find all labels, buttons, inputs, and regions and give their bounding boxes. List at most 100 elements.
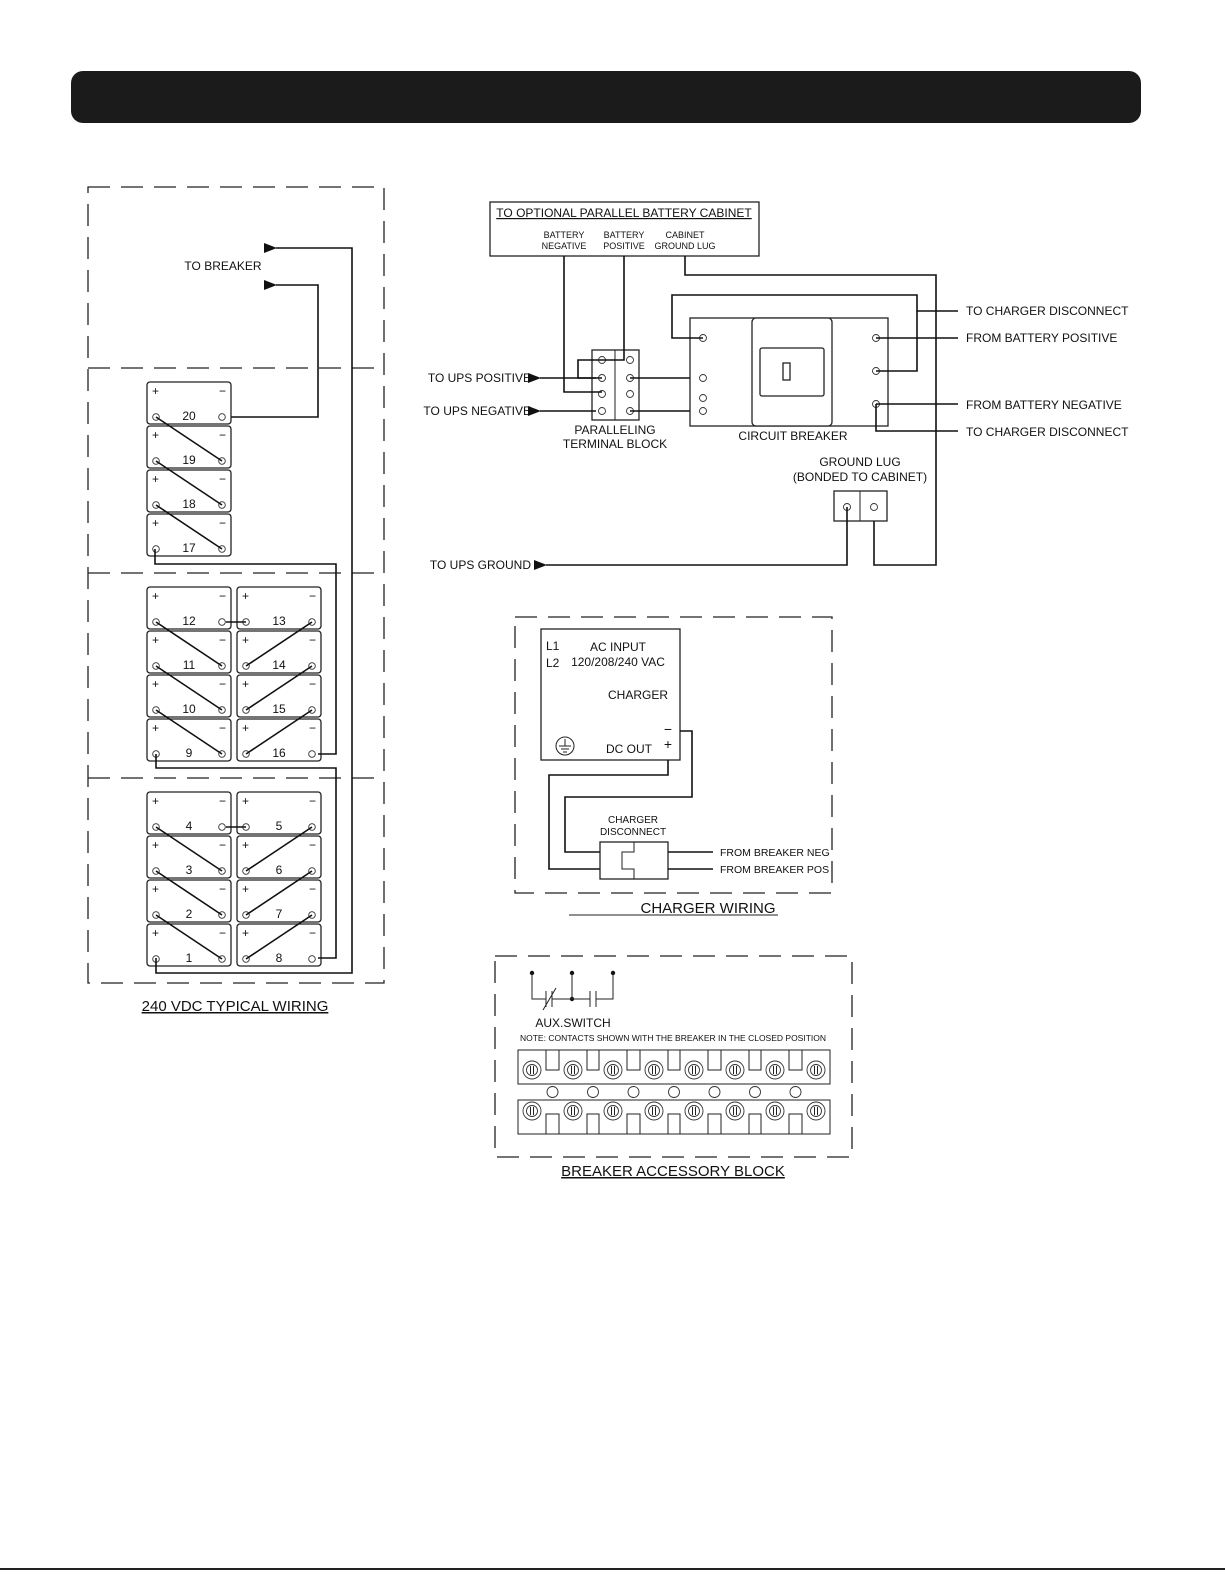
battery-7: +−7 — [236, 879, 322, 923]
to-charger-disconnect-label: TO CHARGER DISCONNECT — [966, 304, 1129, 318]
battery-plus-label: + — [242, 838, 249, 852]
battery-number: 1 — [186, 951, 193, 965]
battery-minus-label: − — [219, 882, 226, 896]
battery-minus-label: − — [309, 633, 316, 647]
series-link — [155, 665, 223, 711]
battery-number: 6 — [276, 863, 283, 877]
series-link — [155, 621, 223, 667]
series-link — [245, 826, 313, 872]
battery-plus-label: + — [152, 677, 159, 691]
battery-plus-label: + — [152, 428, 159, 442]
battery-minus-label: − — [219, 633, 226, 647]
battery-8: +−8 — [236, 923, 322, 967]
battery-minus-label: − — [219, 384, 226, 398]
battery-minus-label: − — [219, 677, 226, 691]
battery-positive-label: BATTERY — [604, 230, 645, 240]
battery-minus-label: − — [309, 794, 316, 808]
accessory-terminal-strip — [517, 1049, 831, 1135]
from-breaker-neg-label: FROM BREAKER NEG — [720, 847, 830, 859]
series-link — [155, 504, 223, 550]
svg-text:120/208/240 VAC: 120/208/240 VAC — [571, 655, 665, 669]
battery-plus-label: + — [152, 838, 159, 852]
battery-15: +−15 — [236, 674, 322, 718]
terminal-rail-top — [517, 1049, 831, 1085]
battery-19: +−19 — [146, 425, 232, 469]
battery-11: +−11 — [146, 630, 232, 674]
l1-label: L1 — [546, 639, 560, 653]
terminal-notch — [667, 1049, 681, 1071]
terminal-notch — [788, 1049, 803, 1071]
battery-minus-label: − — [219, 794, 226, 808]
cabinet-ground-wire — [684, 256, 937, 566]
charger-wiring-title: CHARGER WIRING — [641, 900, 776, 917]
battery-number: 11 — [183, 658, 196, 672]
to-charger-disconnect-label-2: TO CHARGER DISCONNECT — [966, 425, 1129, 439]
charger-box — [540, 628, 681, 761]
terminal-notch — [626, 1049, 641, 1071]
terminal-notch — [667, 1113, 681, 1135]
header-bar — [71, 71, 1141, 123]
to-breaker-label: TO BREAKER — [184, 259, 261, 273]
breaker-handle — [782, 362, 791, 381]
series-link — [245, 870, 313, 916]
svg-text:POSITIVE: POSITIVE — [603, 241, 645, 251]
battery-minus-label: − — [309, 926, 316, 940]
footer-rule — [0, 1568, 1225, 1570]
battery-plus-label: + — [152, 721, 159, 735]
battery-number: 10 — [182, 702, 196, 716]
from-battery-positive-label: FROM BATTERY POSITIVE — [966, 331, 1117, 345]
ups-ground-wire — [534, 507, 848, 570]
charger-label: CHARGER — [608, 688, 668, 702]
battery-number: 7 — [276, 907, 283, 921]
battery-string: +−20+−19+−18+−17+−12+−13+−11+−14+−10+−15… — [146, 381, 322, 967]
breaker-link-wire — [876, 311, 918, 372]
terminal-hole — [546, 1086, 559, 1098]
terminal-notch — [586, 1049, 600, 1071]
parallel-cabinet-label: TO OPTIONAL PARALLEL BATTERY CABINET — [496, 206, 752, 220]
battery-minus-label: − — [219, 926, 226, 940]
series-link — [245, 914, 313, 960]
series-link — [155, 709, 223, 755]
from-breaker-pos-label: FROM BREAKER POS — [720, 864, 829, 876]
breaker-negative-wire — [231, 280, 319, 418]
series-link — [245, 709, 313, 755]
terminal-screws — [598, 356, 634, 415]
battery-number: 13 — [272, 614, 286, 628]
battery-number: 17 — [182, 541, 196, 555]
contacts-note: NOTE: CONTACTS SHOWN WITH THE BREAKER IN… — [520, 1033, 826, 1043]
battery-minus-label: − — [219, 516, 226, 530]
battery-plus-label: + — [152, 384, 159, 398]
breaker-positive-wire — [264, 243, 353, 417]
battery-number: 12 — [182, 614, 196, 628]
breaker-handle-window — [759, 347, 825, 397]
series-link — [155, 870, 223, 916]
terminal-notch — [586, 1113, 600, 1135]
svg-text:NEGATIVE: NEGATIVE — [542, 241, 587, 251]
battery-minus-label: − — [219, 589, 226, 603]
battery-14: +−14 — [236, 630, 322, 674]
battery-minus-label: − — [309, 838, 316, 852]
cabinet-ground-lug-label: CABINET — [665, 230, 705, 240]
terminal-hole — [668, 1086, 680, 1098]
circuit-breaker-label: CIRCUIT BREAKER — [738, 429, 847, 443]
dc-minus-label: − — [664, 721, 672, 737]
to-ups-positive-label: TO UPS POSITIVE — [428, 371, 531, 385]
dc-plus-label: + — [664, 736, 672, 752]
cabinet-wiring-panel: TO OPTIONAL PARALLEL BATTERY CABINET BAT… — [423, 201, 1129, 572]
ground-lug-label: GROUND LUG — [819, 455, 900, 469]
battery-minus-label: − — [309, 721, 316, 735]
battery-1: +−1 — [146, 923, 232, 967]
terminal-notch — [748, 1049, 762, 1071]
terminal-hole — [587, 1086, 599, 1098]
svg-text:DISCONNECT: DISCONNECT — [600, 827, 666, 838]
battery-number: 20 — [182, 409, 196, 423]
battery-plus-label: + — [242, 926, 249, 940]
terminal-rail-bottom — [517, 1099, 831, 1135]
terminal-notch — [748, 1113, 762, 1135]
charger-disconnect-wire — [671, 294, 958, 339]
battery-18: +−18 — [146, 469, 232, 513]
terminal-hole — [627, 1086, 640, 1098]
series-link — [245, 621, 313, 667]
series-link — [155, 460, 223, 506]
